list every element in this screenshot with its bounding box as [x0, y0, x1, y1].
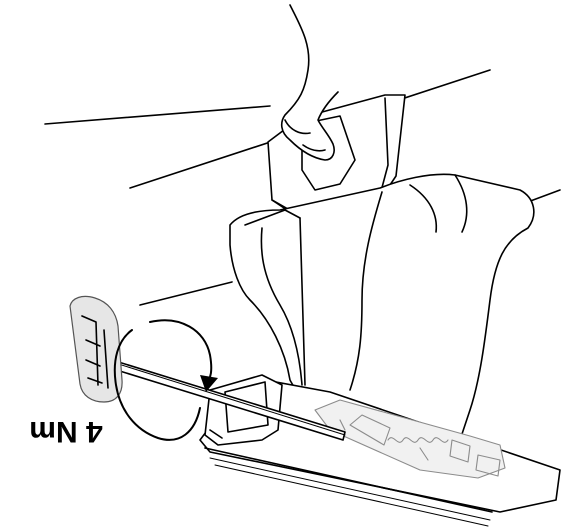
hand-icon — [280, 4, 339, 161]
device-housing — [229, 173, 535, 441]
rotation-arrow-icon — [113, 319, 218, 441]
mounting-rail — [199, 379, 561, 527]
torque-wrench-icon — [69, 295, 346, 441]
torque-value-label: 4 Nm — [29, 415, 103, 448]
